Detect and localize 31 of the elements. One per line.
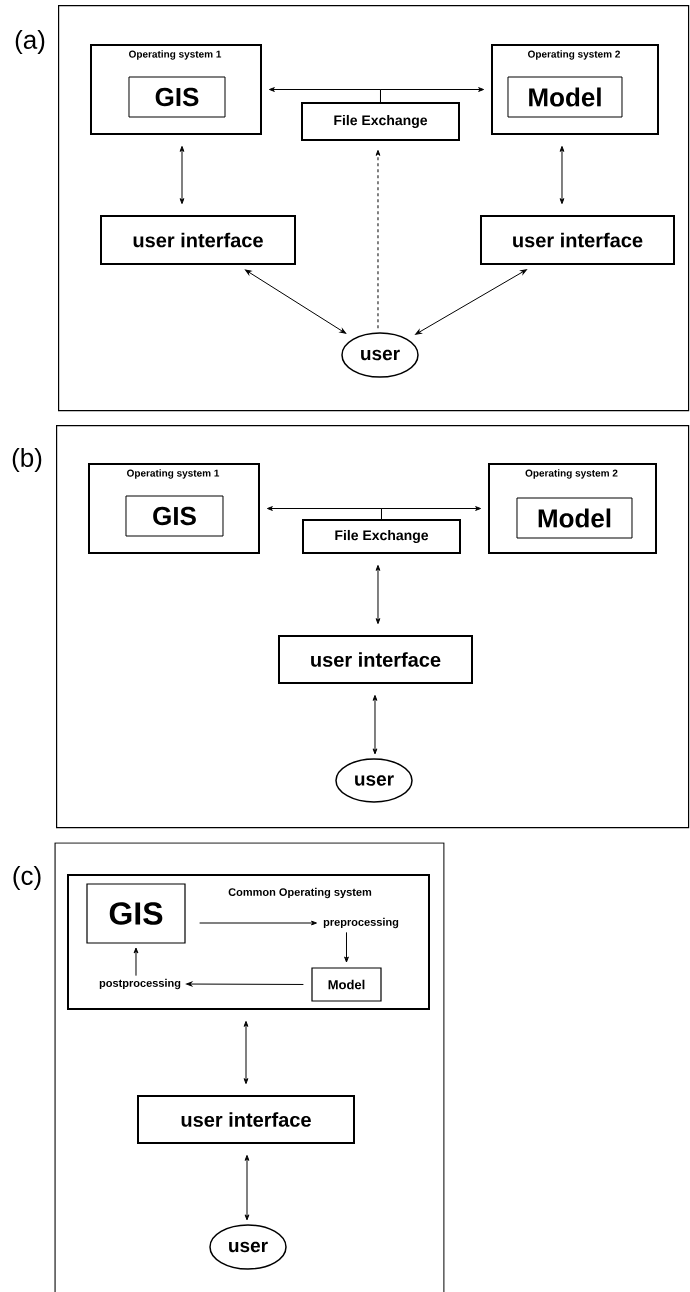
arrow [186, 981, 304, 987]
step-label: postprocessing [99, 978, 181, 990]
arrow [559, 145, 565, 205]
arrow [381, 506, 482, 520]
process-box: File Exchange [301, 102, 460, 141]
process-box: GIS [128, 76, 226, 118]
process-box: user interface [137, 1095, 355, 1144]
arrow [244, 1154, 250, 1221]
arrow [179, 145, 185, 205]
process-box: File Exchange [302, 519, 461, 554]
process-box: GIS [86, 883, 186, 944]
process-box: Model [507, 76, 623, 118]
arrow [245, 269, 347, 334]
process-box: user interface [100, 215, 296, 265]
arrow [380, 87, 485, 103]
process-box: user interface [278, 635, 473, 684]
arrow [243, 1020, 249, 1085]
arrow [199, 920, 317, 926]
arrow [375, 149, 381, 329]
arrow [375, 564, 381, 625]
arrow [133, 947, 139, 977]
process-box: Model [516, 497, 633, 539]
node-label: (a) [15, 29, 45, 55]
process-box: GIS [125, 495, 224, 537]
node-label: (b) [12, 447, 42, 473]
process-box: user interface [480, 215, 675, 265]
step-label: preprocessing [323, 917, 399, 929]
arrow [344, 931, 349, 963]
arrow [415, 269, 527, 335]
arrow [372, 694, 378, 755]
process-box: Model [311, 967, 382, 1002]
